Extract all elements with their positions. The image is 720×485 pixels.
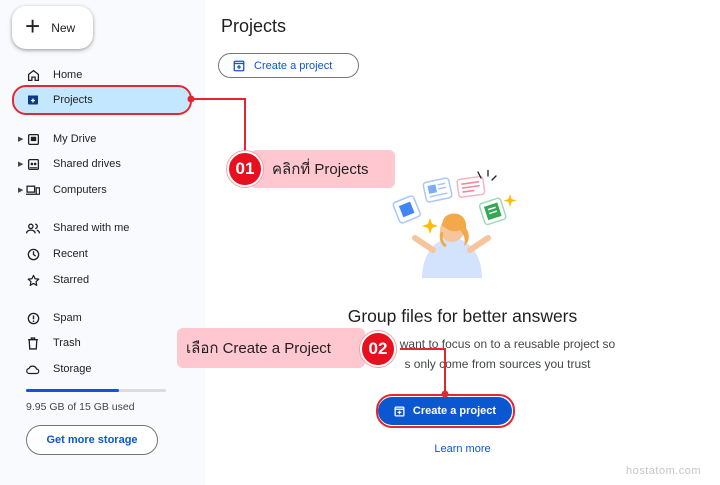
storage-progress-bar xyxy=(26,389,166,392)
sidebar-item-storage[interactable]: Storage xyxy=(14,356,190,382)
sidebar-item-shared-drives[interactable]: ▶ Shared drives xyxy=(14,151,190,177)
shared-drives-icon xyxy=(26,157,40,171)
plus-icon: + xyxy=(25,11,41,41)
sidebar-item-label: Spam xyxy=(53,312,82,324)
star-icon xyxy=(26,273,40,287)
sidebar-item-label: Shared drives xyxy=(53,158,121,170)
storage-usage-text: 9.95 GB of 15 GB used xyxy=(26,401,135,413)
sidebar-item-label: My Drive xyxy=(53,133,97,145)
create-project-button-top[interactable]: Create a project xyxy=(218,53,359,78)
watermark: hostatom.com xyxy=(626,465,702,477)
trash-icon xyxy=(26,336,40,350)
sidebar-item-label: Recent xyxy=(53,248,88,260)
projects-icon xyxy=(26,93,40,107)
empty-state-description-line-1: want to focus on to a reusable project s… xyxy=(399,337,616,351)
add-project-icon xyxy=(394,406,405,417)
cloud-icon xyxy=(26,362,40,376)
sidebar-item-trash[interactable]: Trash xyxy=(14,330,190,356)
sidebar-item-recent[interactable]: Recent xyxy=(14,241,190,267)
empty-state-headline: Group files for better answers xyxy=(347,306,578,326)
main-content: Projects Create a project Group files fo… xyxy=(205,0,720,485)
step-2-badge: 02 xyxy=(360,331,396,367)
page-title: Projects xyxy=(221,16,287,36)
sidebar-item-label: Storage xyxy=(53,363,92,375)
spam-icon xyxy=(26,311,40,325)
step-1-callout: คลิกที่ Projects xyxy=(250,150,395,188)
create-project-main-label: Create a project xyxy=(412,405,497,417)
home-icon xyxy=(26,68,40,82)
projects-highlight-ring xyxy=(12,85,192,115)
create-project-button-main[interactable]: Create a project xyxy=(378,397,512,425)
caret-right-icon[interactable]: ▶ xyxy=(18,161,24,168)
new-button-label: New xyxy=(51,20,76,35)
add-project-icon xyxy=(233,60,245,72)
sidebar-item-label: Trash xyxy=(53,337,81,349)
sidebar-item-shared-with-me[interactable]: Shared with me xyxy=(14,215,190,241)
computers-icon xyxy=(26,183,40,197)
caret-right-icon[interactable]: ▶ xyxy=(18,136,24,143)
step-1-text: คลิกที่ Projects xyxy=(272,161,369,178)
get-more-storage-button[interactable]: Get more storage xyxy=(26,425,158,455)
caret-right-icon[interactable]: ▶ xyxy=(18,187,24,194)
sidebar-item-label: Computers xyxy=(53,184,107,196)
step-1-badge: 01 xyxy=(227,151,263,187)
sidebar-item-label: Projects xyxy=(53,94,93,106)
sidebar-item-computers[interactable]: ▶ Computers xyxy=(14,177,190,203)
sidebar-item-home[interactable]: Home xyxy=(14,62,190,88)
step-2-text: เลือก Create a Project xyxy=(186,340,331,357)
sidebar-item-starred[interactable]: Starred xyxy=(14,267,190,293)
sidebar-item-label: Home xyxy=(53,69,83,81)
my-drive-icon xyxy=(26,132,40,146)
new-button[interactable]: + New xyxy=(12,6,93,49)
sidebar-item-spam[interactable]: Spam xyxy=(14,305,190,331)
sidebar-item-projects[interactable]: Projects xyxy=(14,87,190,113)
clock-icon xyxy=(26,247,40,261)
create-project-label: Create a project xyxy=(254,59,333,72)
shared-with-me-icon xyxy=(26,221,40,235)
sidebar-item-label: Starred xyxy=(53,274,90,286)
storage-progress-fill xyxy=(26,389,119,392)
sidebar-item-label: Shared with me xyxy=(53,222,130,234)
create-project-highlight-ring xyxy=(376,394,515,428)
step-2-callout: เลือก Create a Project xyxy=(177,328,365,368)
empty-state-description-line-2: s only come from sources you trust xyxy=(404,357,591,371)
projects-illustration xyxy=(392,170,517,278)
learn-more-link[interactable]: Learn more xyxy=(434,443,491,455)
sidebar: + New Home Projects ▶ My Drive ▶ Shared … xyxy=(0,0,205,485)
sidebar-item-my-drive[interactable]: ▶ My Drive xyxy=(14,126,190,152)
